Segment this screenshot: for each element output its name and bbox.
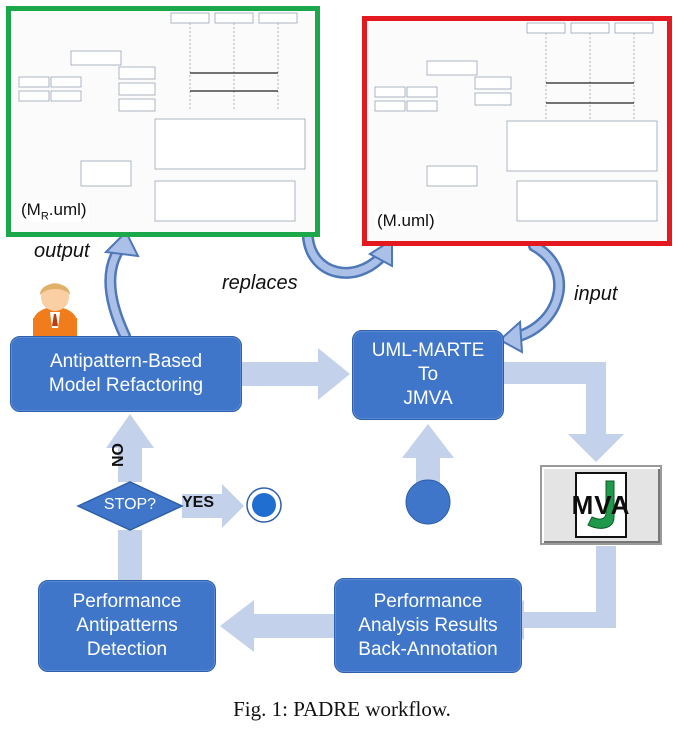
transformation-step: UML-MARTE To JMVA: [352, 330, 504, 420]
yes-label: YES: [182, 494, 215, 511]
arrow-transform-to-mva: [504, 362, 624, 462]
mva-solver-logo: MVA: [540, 465, 662, 545]
uml-thumbnail-mr: [18, 12, 306, 222]
figure-caption: Fig. 1: PADRE workflow.: [233, 697, 451, 721]
input-label: input: [574, 283, 618, 305]
arrow-backannotation-to-detection: [220, 600, 334, 652]
input-model-frame: (M.uml): [362, 16, 672, 246]
arrow-mva-to-backannotation: [496, 546, 616, 640]
arrow-decision-to-refactor: [106, 414, 154, 482]
designer-avatar: [33, 283, 77, 337]
arrow-decision-to-end: [182, 484, 244, 528]
arrow-start-to-transform: [402, 424, 454, 484]
decision-diamond: [76, 481, 184, 531]
arrow-detection-to-decision: [118, 530, 142, 580]
decision-label: STOP?: [103, 496, 157, 513]
replaces-label: replaces: [222, 272, 298, 294]
refactored-model-label: (MR.uml): [19, 199, 89, 222]
mva-logo-text: MVA: [571, 489, 631, 520]
back-annotation-step: Performance Analysis Results Back-Annota…: [334, 578, 522, 673]
input-model-label: (M.uml): [375, 211, 437, 231]
refactored-model-frame: (MR.uml): [6, 6, 320, 237]
mva-logo-graphic: [575, 472, 627, 538]
output-label: output: [34, 240, 90, 262]
arrow-input-head: [498, 319, 524, 354]
start-node: [405, 479, 451, 525]
detection-step: Performance Antipatterns Detection: [38, 580, 216, 672]
uml-thumbnail-m: [374, 22, 658, 222]
no-label: NO: [110, 443, 127, 467]
arrow-replaces-head: [368, 238, 393, 268]
arrow-refactor-to-transform: [242, 348, 350, 400]
arrow-output-head: [103, 230, 140, 258]
refactoring-step: Antipattern-Based Model Refactoring: [10, 336, 242, 412]
